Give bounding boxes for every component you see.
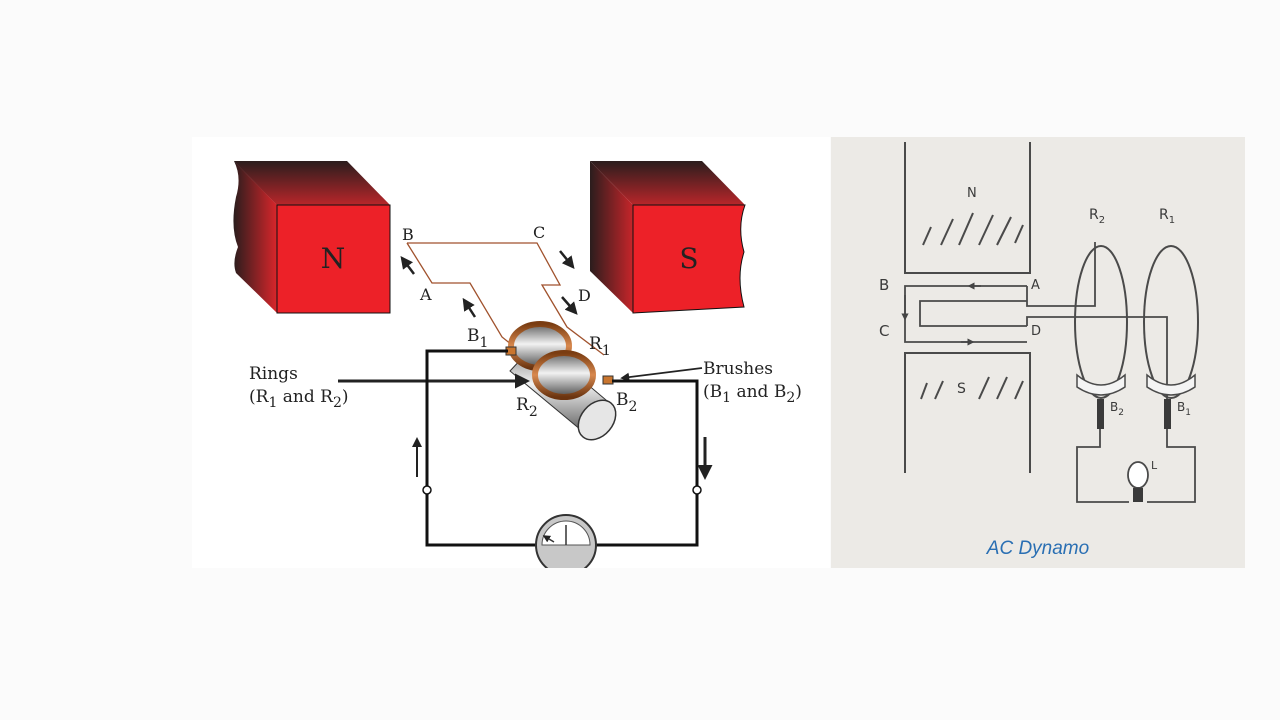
arrow-a-to-b [400,256,415,275]
coil-label-c: C [533,223,545,242]
dynamo-b2-label: B2 [1110,400,1124,418]
dynamo-c-label: C [879,322,889,340]
slip-rings [508,321,617,441]
dynamo-r2-label: R2 [1089,207,1105,226]
dynamo-ring-r2 [1074,245,1128,399]
ring-r1-label: R1 [589,334,611,359]
terminal-right [692,485,702,495]
coil-label-d: D [578,286,591,305]
dynamo-s-label: S [957,381,966,397]
dynamo-a-label: A [1031,278,1040,293]
dynamo-coil [901,242,1168,399]
ac-generator-diagram: N S B A C D B1 R1 R2 B2 Rings (R1 and [192,137,830,568]
brush-b2-label: B2 [616,390,637,415]
brushes-label-line2: (B1 and B2) [703,382,802,406]
magnet-s-label: S [679,242,698,275]
dynamo-poles [904,142,1031,473]
dynamo-ring-r1 [1143,245,1199,399]
dynamo-b-label: B [879,276,889,294]
dynamo-lamp-label: L [1151,459,1158,472]
ac-generator-svg: N S B A C D B1 R1 R2 B2 Rings (R1 and [233,161,802,568]
arrow-d-down [561,296,578,315]
ring-r2-label: R2 [516,395,538,420]
coil-label-a: A [419,285,432,304]
coil-label-b: B [402,225,414,244]
brush-b2 [602,375,614,385]
brushes-pointer-arrow [620,367,703,382]
brushes-label-line1: Brushes [703,359,773,379]
galvanometer [535,514,597,568]
terminal-left [422,485,432,495]
dynamo-b1-label: B1 [1177,400,1191,418]
brush-b1-label: B1 [467,326,488,351]
magnet-n-label: N [321,242,346,275]
external-circuit [425,349,699,547]
ac-dynamo-caption: AC Dynamo [986,538,1090,559]
lamp-base [1133,488,1143,502]
coil-abcd [406,242,605,356]
arrow-up-to-a [462,297,477,318]
ac-dynamo-sketch: N S B C A D R2 R1 B2 B1 L AC Dynamo [831,137,1245,568]
ac-dynamo-svg: N S B C A D R2 R1 B2 B1 L [879,142,1199,503]
dynamo-d-label: D [1031,324,1041,339]
coil-current-arrows [400,250,578,318]
north-magnet: N [233,161,391,314]
rings-label-line1: Rings [249,364,298,384]
arrow-c-to-d [559,250,575,269]
south-magnet: S [590,161,746,314]
dynamo-n-label: N [967,186,977,201]
rings-label-line2: (R1 and R2) [249,387,349,411]
dynamo-brushes [1076,373,1196,429]
dynamo-r1-label: R1 [1159,207,1175,226]
